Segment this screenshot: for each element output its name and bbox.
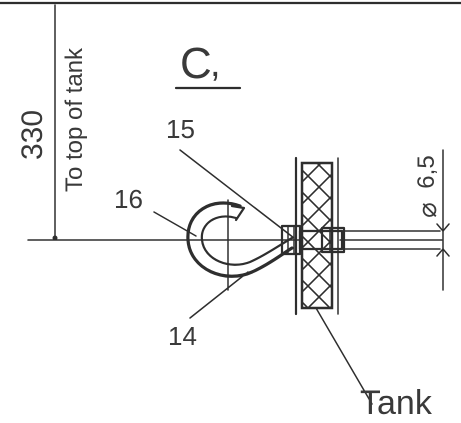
callout-14: 14: [168, 321, 197, 351]
callout-15: 15: [166, 114, 195, 144]
diameter-value: 6,5: [413, 155, 440, 188]
hook-tip: [230, 204, 246, 222]
dimension-note: To top of tank: [61, 47, 88, 192]
leader-15: [179, 149, 295, 239]
bolt-nut-right: [320, 226, 346, 254]
diameter-symbol-icon: ⌀: [412, 202, 442, 218]
tank-label: Tank: [360, 384, 433, 422]
leader-14: [189, 271, 249, 319]
view-label: C: [180, 39, 212, 88]
diameter-arrow-bottom: [436, 248, 450, 257]
view-label-mark: ,: [210, 43, 221, 85]
hook-inner: [200, 215, 294, 266]
leader-16: [153, 211, 197, 237]
leader-tank: [315, 307, 373, 405]
tank-wall: [300, 161, 334, 310]
diameter-arrow-top: [436, 223, 450, 232]
dimension-value: 330: [16, 110, 49, 160]
hook-outer: [186, 201, 294, 278]
callout-16: 16: [114, 184, 143, 214]
